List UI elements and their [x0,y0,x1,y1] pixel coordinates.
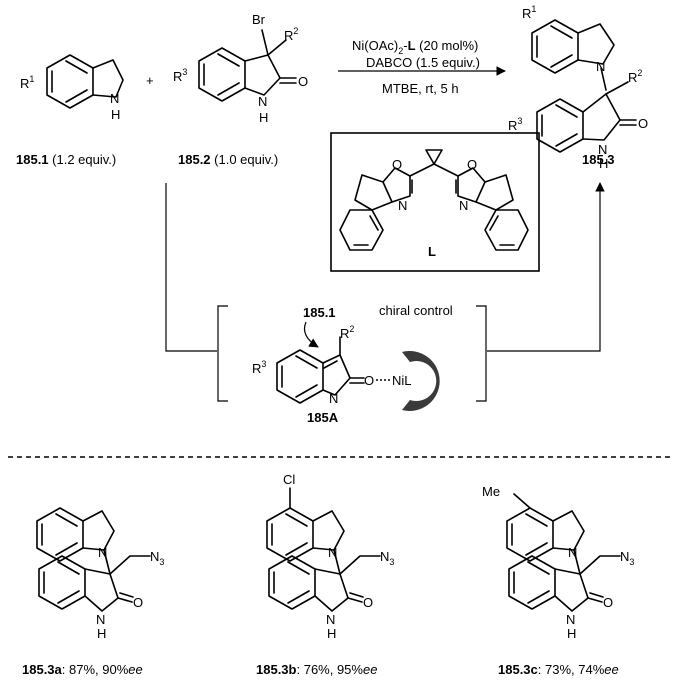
product-o: O [638,116,648,131]
svg-text:N: N [568,545,577,560]
example-185-3b-label: 185.3b: 76%, 95%ee [256,662,377,677]
intermediate-o: O [364,373,374,388]
nh-n: N [258,94,267,109]
svg-text:N3: N3 [150,549,164,567]
product-r1: R1 [522,4,536,21]
svg-text:N: N [326,612,335,627]
ligand-o-right: O [467,157,477,172]
ligand-box [330,132,540,272]
svg-text:H: H [567,626,576,641]
left-bracket [217,305,228,402]
carbonyl-o: O [298,74,308,89]
product-structure: R1 N R2 O R3 N H [508,4,648,171]
ligand-label: L [428,244,436,259]
svg-text:N3: N3 [380,549,394,567]
r1-label: R1 [20,74,34,91]
example-185-3c-label: 185.3c: 73%, 74%ee [498,662,619,677]
intermediate-structure: 185.1 chiral control R2 R3 N O NiL 185A [252,303,453,425]
reactant-bromooxindole: Br R2 O R3 N H [173,12,308,125]
condition-solvent: MTBE, rt, 5 h [382,81,459,96]
product-nh-h: H [599,156,608,171]
product-r3: R3 [508,116,522,133]
reactant2-label: 185.2 (1.0 equiv.) [178,152,278,167]
attacker-label: 185.1 [303,305,336,320]
intermediate-r2: R2 [340,324,354,341]
product-label: 185.3 [582,152,615,167]
nh-n: N [110,91,119,106]
nickel-catalyst-shape [402,351,440,411]
reactant-indoline: R1 N H [20,54,124,122]
product-r2: R2 [628,68,642,85]
ligand-n-left: N [398,198,407,213]
methyl-substituent: Me [482,484,500,499]
example-185-3b: Cl N N3 O N H [266,472,394,641]
svg-text:N3: N3 [620,549,634,567]
svg-text:O: O [363,595,373,610]
r3-label: R3 [173,67,187,84]
ligand-o-left: O [392,157,402,172]
nh-h: H [259,110,268,125]
chloro-substituent: Cl [283,472,295,487]
svg-text:N: N [328,545,337,560]
svg-text:N: N [566,612,575,627]
curved-arrow [303,321,319,348]
svg-text:H: H [97,626,106,641]
product-n: N [596,59,605,74]
svg-text:O: O [603,595,613,610]
reactant1-label: 185.1 (1.2 equiv.) [16,152,116,167]
svg-text:N: N [96,612,105,627]
svg-text:N: N [98,545,107,560]
br-label: Br [252,12,266,27]
flow-line-left [165,183,217,352]
svg-text:O: O [133,595,143,610]
intermediate-n: N [329,391,338,406]
ligand-structure: O N O N L [339,149,529,259]
ligand-n-right: N [459,198,468,213]
example-185-3c: Me N N3 O N H [482,484,634,641]
chiral-control-note: chiral control [379,303,453,318]
intermediate-r3: R3 [252,359,266,376]
intermediate-label: 185A [307,410,339,425]
r2-label: R2 [284,26,298,43]
condition-base: DABCO (1.5 equiv.) [366,55,480,70]
product-nh-n: N [598,142,607,157]
right-bracket [476,305,487,402]
svg-text:H: H [327,626,336,641]
example-185-3a-label: 185.3a: 87%, 90%ee [22,662,143,677]
condition-catalyst: Ni(OAc)2-L (20 mol%) [352,38,478,56]
nil-label: NiL [392,373,412,388]
nh-h: H [111,107,120,122]
flow-line-right [487,182,605,352]
example-185-3a: N N3 O N H [36,507,164,641]
plus-sign: + [146,73,154,88]
